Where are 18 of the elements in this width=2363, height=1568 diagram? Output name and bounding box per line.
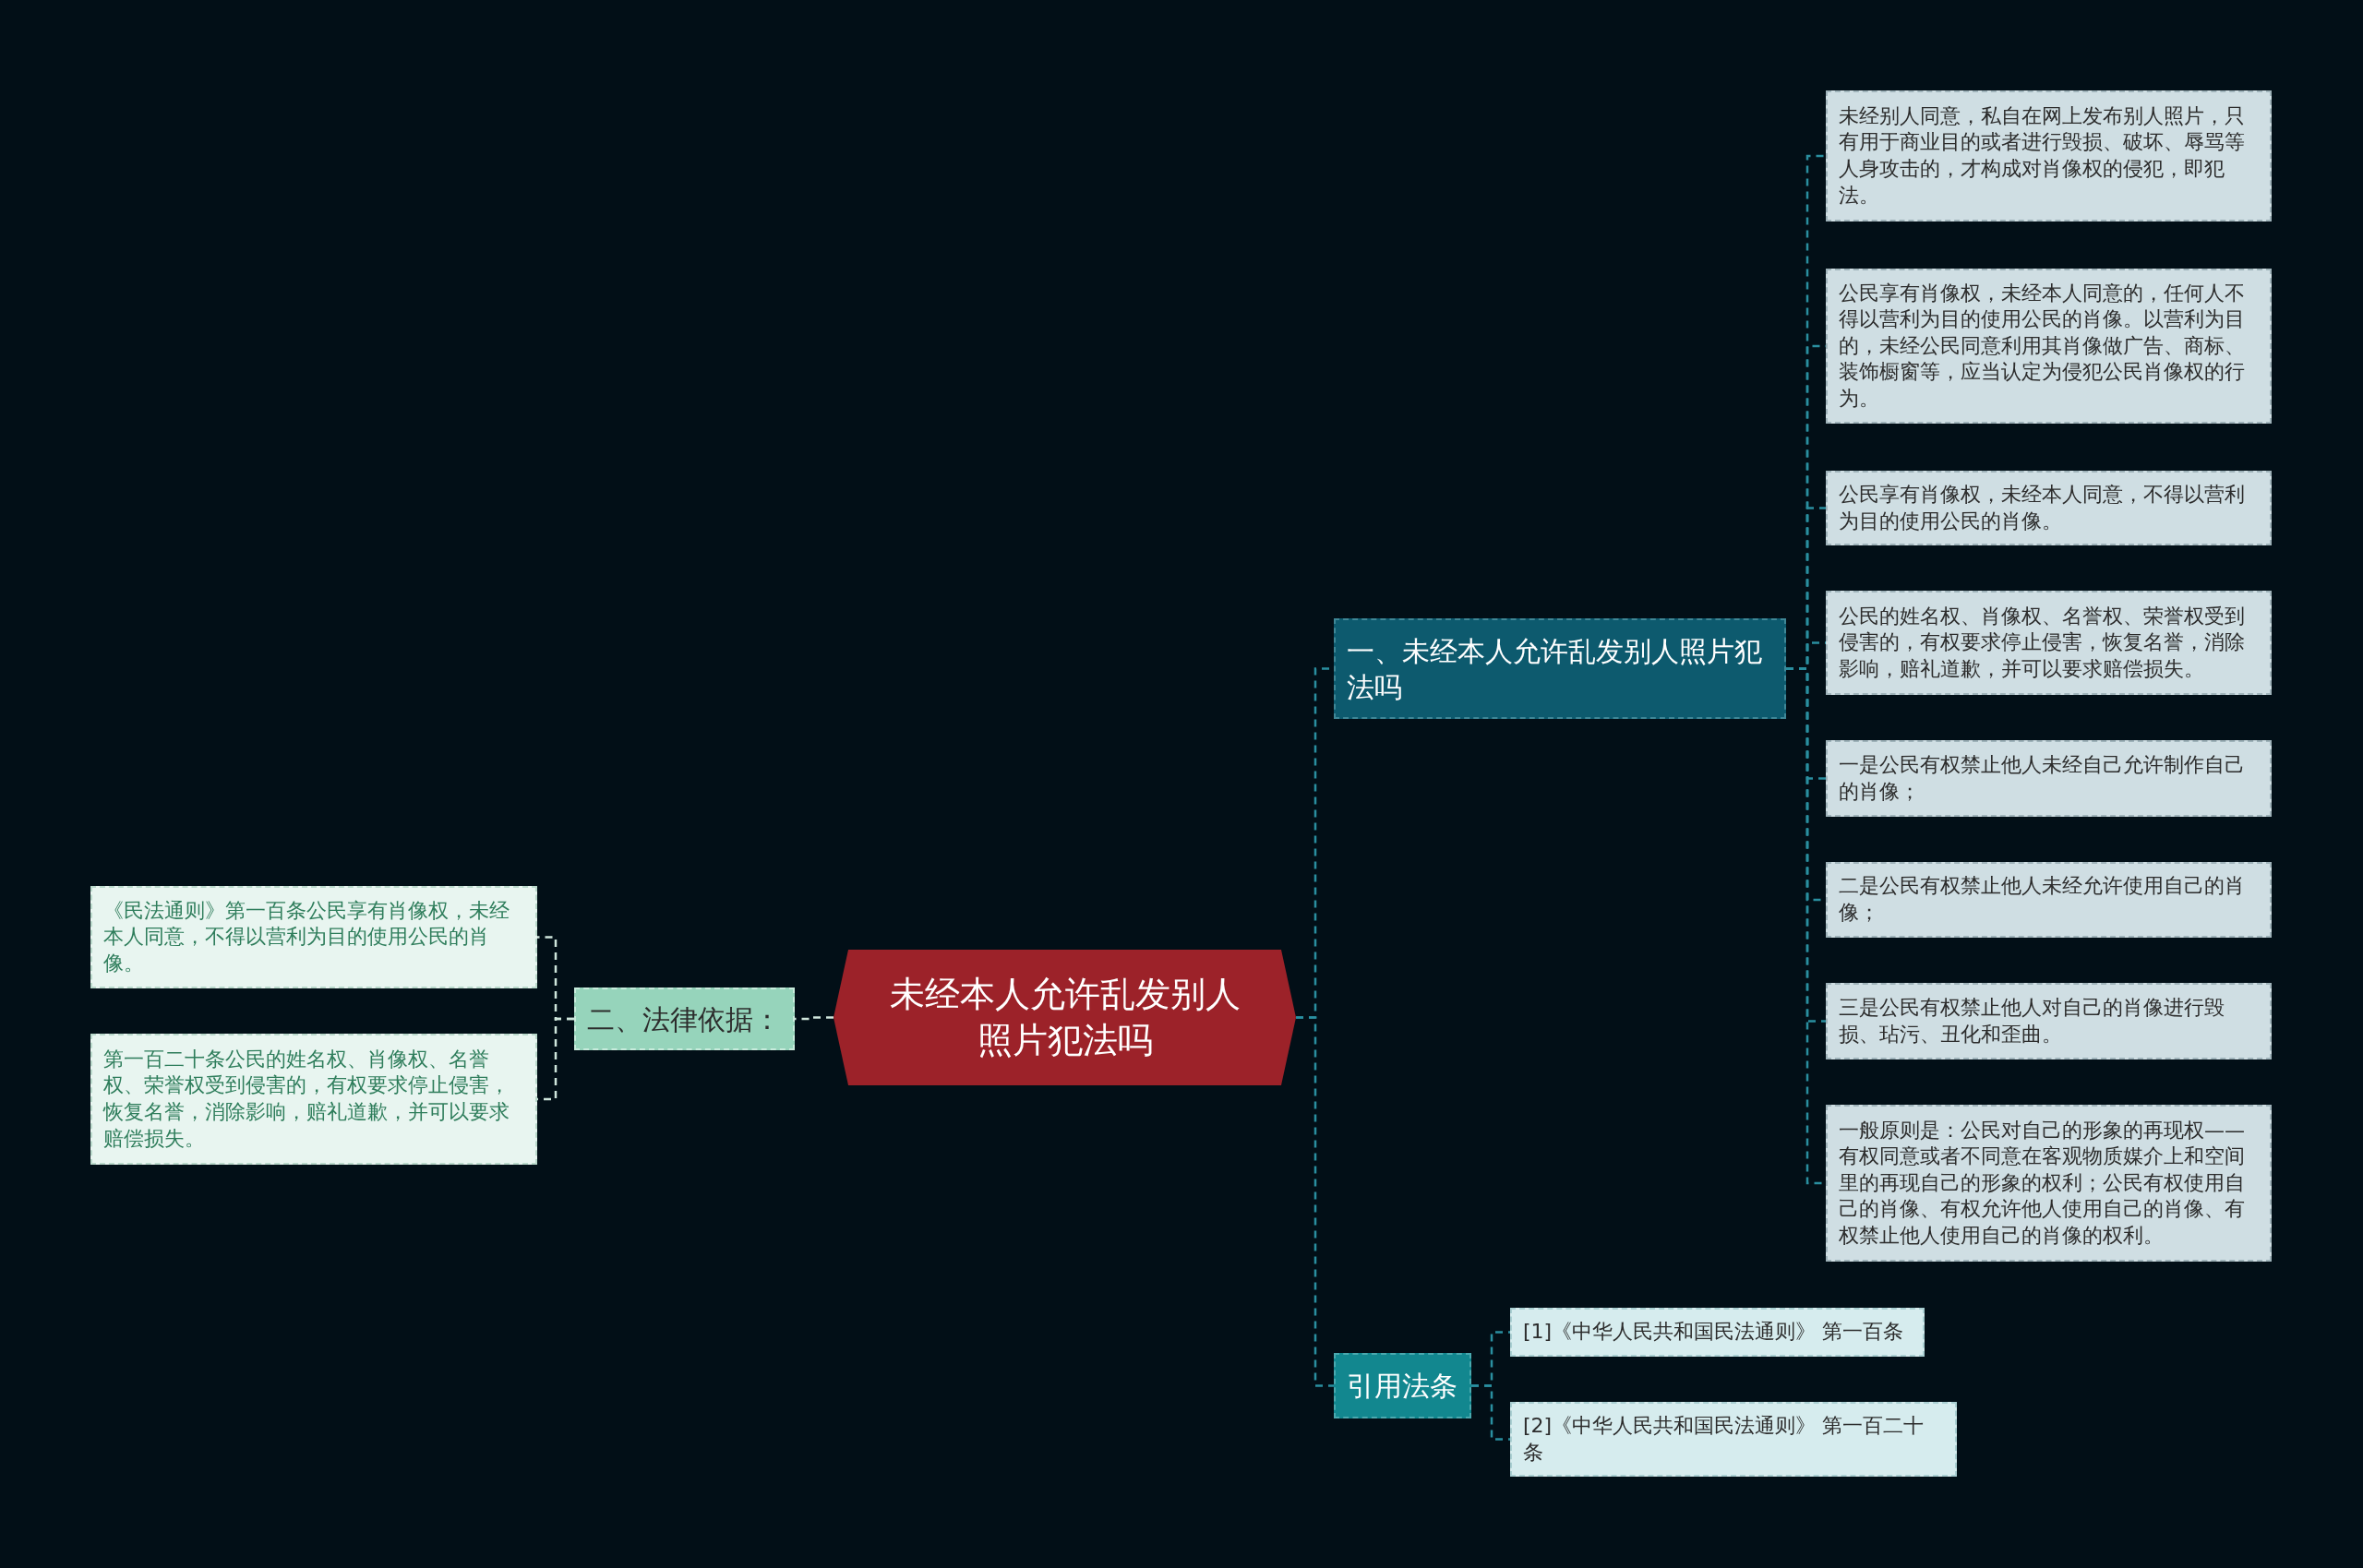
text-box: [2]《中华人民共和国民法通则》 第一百二十条 (1510, 1402, 1957, 1477)
text-box: [1]《中华人民共和国民法通则》 第一百条 (1510, 1308, 1925, 1357)
text-box: 公民享有肖像权，未经本人同意的，任何人不得以营利为目的使用公民的肖像。以营利为目的，未经公民同意利用其肖像做广告、商标、装饰橱窗等，应当认定为侵犯公民肖像权的行为。 (1826, 269, 2272, 424)
topic-hexagon: 未经本人允许乱发别人照片犯法吗 (834, 950, 1296, 1085)
text-box: 一是公民有权禁止他人未经自己允许制作自己的肖像； (1826, 740, 2272, 817)
text-box: 第一百二十条公民的姓名权、肖像权、名誉权、荣誉权受到侵害的，有权要求停止侵害，恢复名誉，消除影响，赔礼道歉，并可以要求赔偿损失。 (90, 1034, 537, 1165)
text-box: 公民享有肖像权，未经本人同意，不得以营利为目的使用公民的肖像。 (1826, 471, 2272, 545)
text-box: 未经别人同意，私自在网上发布别人照片，只有用于商业目的或者进行毁损、破坏、辱骂等人身攻击的，才构成对肖像权的侵犯，即犯法。 (1826, 90, 2272, 221)
text-box: 二是公民有权禁止他人未经允许使用自己的肖像； (1826, 862, 2272, 938)
text-box: 公民的姓名权、肖像权、名誉权、荣誉权受到侵害的，有权要求停止侵害，恢复名誉，消除影响，赔礼道歉，并可以要求赔偿损失。 (1826, 591, 2272, 695)
connector-line (1296, 1016, 1334, 1387)
branch-box: 引用法条 (1334, 1353, 1471, 1418)
branch-box: 一、未经本人允许乱发别人照片犯法吗 (1334, 618, 1786, 719)
text-box: 《民法通则》第一百条公民享有肖像权，未经本人同意，不得以营利为目的使用公民的肖像。 (90, 886, 537, 988)
text-box: 一般原则是：公民对自己的形象的再现权——有权同意或者不同意在客观物质媒介上和空间里的再现自己的形象的权利；公民有权使用自己的肖像、有权允许他人使用自己的肖像、有权禁止他人使用自己的肖像的权利。 (1826, 1105, 2272, 1262)
branch-box: 二、法律依据： (574, 987, 795, 1050)
connector-line (1471, 1384, 1510, 1441)
text-box: 三是公民有权禁止他人对自己的肖像进行毁损、玷污、丑化和歪曲。 (1826, 983, 2272, 1059)
